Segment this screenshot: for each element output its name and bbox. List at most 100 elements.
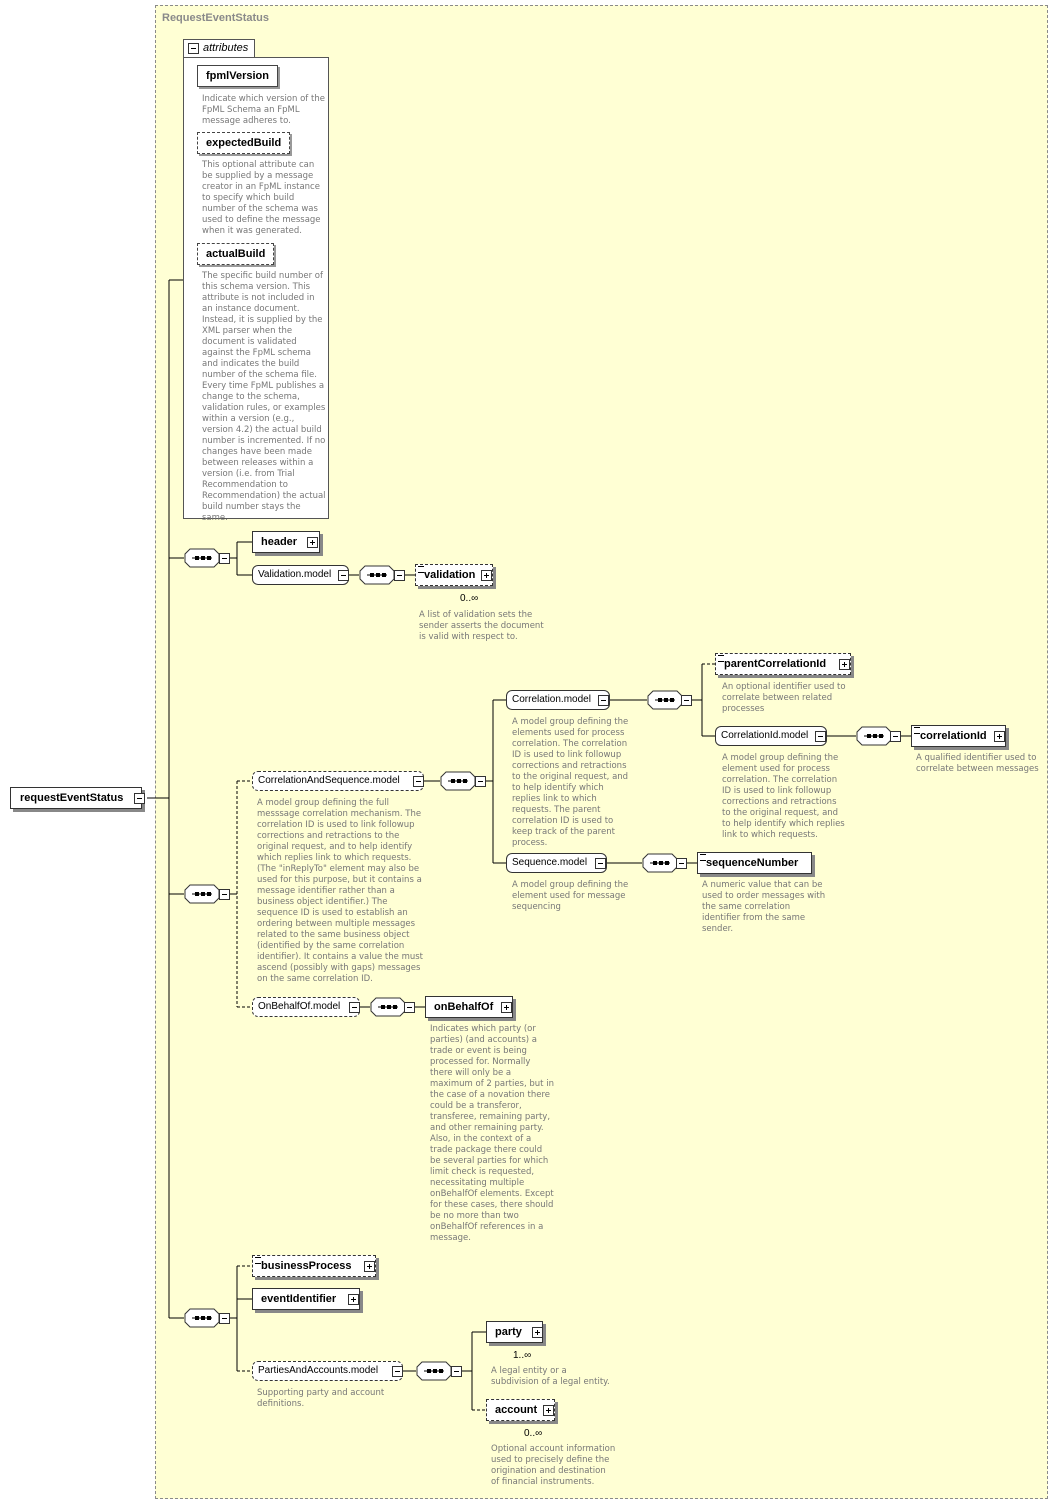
- collapse-correlation-and-sequence-icon[interactable]: [413, 776, 424, 787]
- sequence-compositor-correlation-id: [856, 726, 892, 746]
- sequence-compositor-on-behalf-of: [370, 997, 406, 1017]
- expand-business-process-icon[interactable]: [364, 1261, 375, 1272]
- element-party-label: party: [495, 1326, 522, 1338]
- element-on-behalf-of[interactable]: onBehalfOf: [425, 996, 513, 1018]
- root-element-request-event-status[interactable]: requestEventStatus: [10, 787, 142, 809]
- collapse-correlation-id-seq-icon[interactable]: [890, 731, 901, 742]
- sequence-compositor-parties-and-accounts: [416, 1361, 452, 1381]
- expand-on-behalf-of-icon[interactable]: [501, 1002, 512, 1013]
- expand-party-icon[interactable]: [532, 1327, 543, 1338]
- collapse-on-behalf-of-model-icon[interactable]: [349, 1002, 360, 1013]
- element-parent-correlation-id-label: parentCorrelationId: [724, 658, 827, 670]
- attribute-actual-build-doc: The specific build number of this schema…: [202, 271, 326, 523]
- group-correlation-and-sequence-model-label: CorrelationAndSequence.model: [258, 775, 400, 786]
- sequence-model-doc: A model group defining the element used …: [512, 880, 629, 912]
- collapse-root-icon[interactable]: [134, 793, 145, 804]
- documented-icon: [914, 727, 920, 734]
- validation-doc: A list of validation sets the sender ass…: [419, 610, 544, 642]
- group-parties-and-accounts-model-label: PartiesAndAccounts.model: [258, 1365, 379, 1376]
- collapse-cas-seq-icon[interactable]: [475, 776, 486, 787]
- on-behalf-of-doc: Indicates which party (or parties) (and …: [430, 1024, 554, 1243]
- collapse-parties-seq-icon[interactable]: [451, 1366, 462, 1377]
- root-element-label: requestEventStatus: [20, 792, 124, 804]
- group-on-behalf-of-model[interactable]: OnBehalfOf.model: [252, 997, 360, 1017]
- element-validation[interactable]: validation: [415, 564, 493, 586]
- documented-icon: [418, 566, 424, 573]
- element-business-process[interactable]: businessProcess: [252, 1255, 376, 1277]
- group-sequence-model-label: Sequence.model: [512, 857, 588, 868]
- group-correlation-model-label: Correlation.model: [512, 694, 591, 705]
- group-on-behalf-of-model-label: OnBehalfOf.model: [258, 1001, 341, 1012]
- element-header-label: header: [261, 536, 298, 548]
- group-validation-model[interactable]: Validation.model: [252, 565, 349, 585]
- validation-cardinality: 0..∞: [460, 593, 479, 604]
- sequence-compositor-validation: [359, 565, 395, 585]
- expand-account-icon[interactable]: [543, 1405, 554, 1416]
- element-header[interactable]: header: [252, 531, 320, 553]
- collapse-sequence-model-icon[interactable]: [595, 858, 606, 869]
- collapse-correlation-id-model-icon[interactable]: [815, 731, 826, 742]
- element-business-process-label: businessProcess: [261, 1260, 352, 1272]
- expand-validation-icon[interactable]: [481, 570, 492, 581]
- element-account[interactable]: account: [486, 1399, 555, 1421]
- element-account-label: account: [495, 1404, 538, 1416]
- collapse-parties-and-accounts-icon[interactable]: [392, 1366, 403, 1377]
- element-party[interactable]: party: [486, 1321, 543, 1343]
- documented-icon: [718, 655, 724, 662]
- collapse-correlation-seq-icon[interactable]: [681, 695, 692, 706]
- parties-and-accounts-doc: Supporting party and account definitions…: [257, 1388, 385, 1409]
- attributes-tab[interactable]: attributes: [183, 39, 255, 57]
- element-sequence-number-label: sequenceNumber: [706, 857, 799, 869]
- group-correlation-model[interactable]: Correlation.model: [506, 690, 610, 710]
- group-correlation-id-model[interactable]: CorrelationId.model: [715, 726, 827, 746]
- element-event-identifier[interactable]: eventIdentifier: [252, 1288, 360, 1310]
- collapse-seq2-icon[interactable]: [219, 889, 230, 900]
- element-sequence-number[interactable]: sequenceNumber: [697, 852, 812, 874]
- collapse-attributes-icon[interactable]: [188, 43, 199, 54]
- collapse-correlation-model-icon[interactable]: [598, 695, 609, 706]
- attribute-fpml-version[interactable]: fpmlVersion: [197, 65, 278, 87]
- documented-icon: [700, 854, 706, 861]
- element-validation-label: validation: [424, 569, 476, 581]
- sequence-compositor-1: [184, 548, 220, 568]
- attribute-expected-build[interactable]: expectedBuild: [197, 132, 291, 154]
- attribute-actual-build[interactable]: actualBuild: [197, 243, 275, 265]
- element-event-identifier-label: eventIdentifier: [261, 1293, 337, 1305]
- expand-event-identifier-icon[interactable]: [348, 1294, 359, 1305]
- sequence-compositor-correlation-and-sequence: [440, 771, 476, 791]
- collapse-on-behalf-of-seq-icon[interactable]: [404, 1002, 415, 1013]
- correlation-model-doc: A model group defining the elements used…: [512, 717, 629, 848]
- attribute-fpml-version-doc: Indicate which version of the FpML Schem…: [202, 94, 325, 126]
- party-cardinality: 1..∞: [513, 1350, 532, 1361]
- element-parent-correlation-id[interactable]: parentCorrelationId: [715, 653, 851, 675]
- element-correlation-id-label: correlationId: [920, 730, 987, 742]
- expand-correlation-id-icon[interactable]: [994, 731, 1005, 742]
- collapse-seq1-icon[interactable]: [219, 553, 230, 564]
- collapse-sequence-seq-icon[interactable]: [676, 858, 687, 869]
- element-on-behalf-of-label: onBehalfOf: [434, 1001, 494, 1013]
- collapse-validation-model-icon[interactable]: [338, 570, 349, 581]
- documented-icon: [255, 1257, 261, 1264]
- sequence-compositor-3: [184, 1308, 220, 1328]
- element-correlation-id[interactable]: correlationId: [911, 725, 1006, 747]
- group-validation-model-label: Validation.model: [258, 569, 332, 580]
- sequence-compositor-correlation: [647, 690, 683, 710]
- sequence-compositor-sequence: [642, 853, 678, 873]
- sequence-compositor-2: [184, 884, 220, 904]
- group-sequence-model[interactable]: Sequence.model: [506, 853, 607, 873]
- group-correlation-and-sequence-model[interactable]: CorrelationAndSequence.model: [252, 771, 424, 791]
- group-parties-and-accounts-model[interactable]: PartiesAndAccounts.model: [252, 1361, 403, 1381]
- attributes-tab-label: attributes: [203, 42, 249, 54]
- expand-header-icon[interactable]: [307, 537, 318, 548]
- attribute-expected-build-doc: This optional attribute can be supplied …: [202, 160, 321, 236]
- account-cardinality: 0..∞: [524, 1428, 543, 1439]
- collapse-validation-seq-icon[interactable]: [394, 570, 405, 581]
- correlation-and-sequence-doc: A model group defining the full messsage…: [257, 798, 423, 984]
- collapse-seq3-icon[interactable]: [219, 1313, 230, 1324]
- correlation-id-model-doc: A model group defining the element used …: [722, 753, 845, 840]
- correlation-id-doc: A qualified identifier used to correlate…: [916, 753, 1039, 774]
- party-doc: A legal entity or a subdivision of a leg…: [491, 1366, 610, 1387]
- expand-parent-correlation-id-icon[interactable]: [839, 659, 850, 670]
